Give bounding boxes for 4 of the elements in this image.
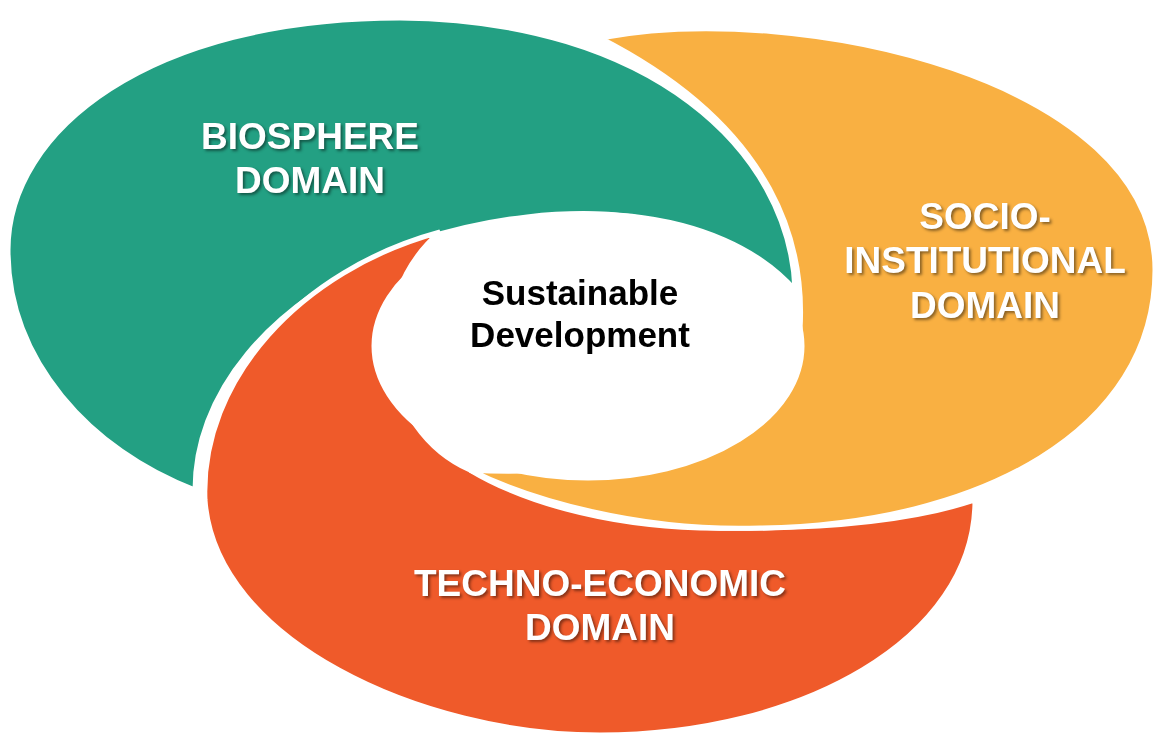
domain-label: SOCIO-INSTITUTIONAL DOMAIN	[843, 195, 1127, 328]
domain-label: TECHNO-ECONOMIC DOMAIN	[412, 562, 787, 651]
domain-label: BIOSPHERE DOMAIN	[200, 115, 420, 204]
center-label: Sustainable Development	[469, 272, 691, 356]
